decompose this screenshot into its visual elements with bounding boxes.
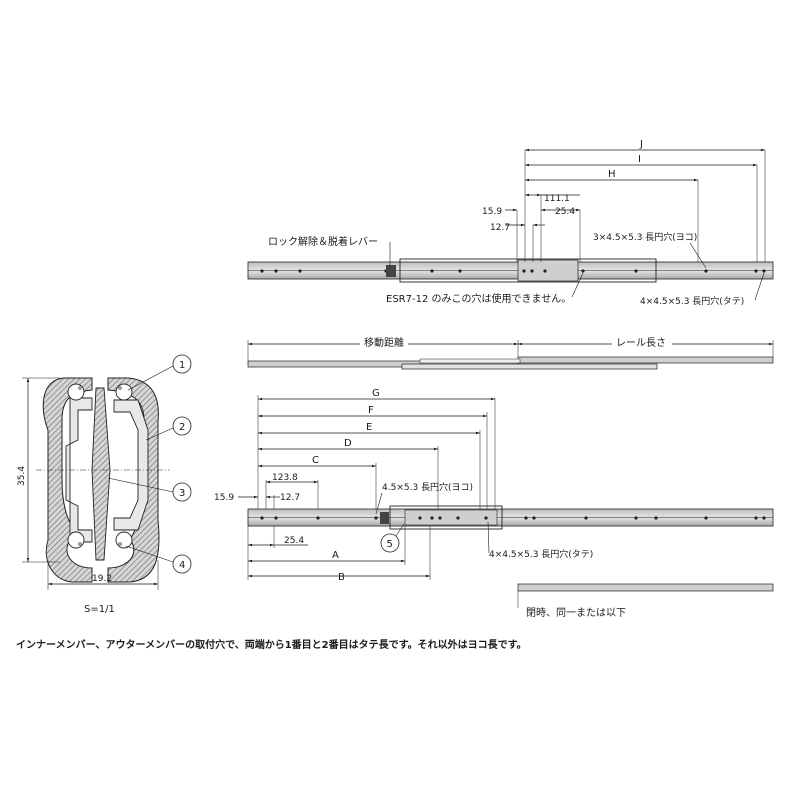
- svg-text:5: 5: [387, 539, 393, 550]
- label-hole-horizontal-bottom: 4.5×5.3 長円穴(ヨコ): [382, 481, 473, 493]
- callout-4: [172, 554, 192, 574]
- dim-123-8: 123.8: [272, 473, 298, 483]
- middle-travel-view: 移動距離 レール長さ: [247, 335, 774, 370]
- label-scale: S=1/1: [84, 604, 115, 615]
- footer-note: インナーメンバー、アウターメンバーの取付穴で、両端から1番目と2番目はタテ長です…: [16, 638, 527, 651]
- label-hole-vertical-bottom: 4×4.5×5.3 長円穴(タテ): [489, 548, 593, 560]
- label-hole-horizontal-top: 3×4.5×5.3 長円穴(ヨコ): [593, 231, 697, 243]
- svg-text:3: 3: [179, 488, 185, 499]
- dim-15-9-bottom: 15.9: [214, 493, 234, 503]
- dim-25-4-top: 25.4: [555, 207, 575, 217]
- dim-111-1: 111.1: [544, 194, 570, 204]
- svg-text:1: 1: [179, 360, 185, 371]
- dim-I: I: [638, 154, 641, 165]
- label-rail-length: レール長さ: [616, 337, 666, 349]
- dim-12-7-top: 12.7: [490, 223, 510, 233]
- dim-35-4: 35.4: [17, 466, 27, 486]
- dim-B: B: [338, 572, 345, 583]
- dim-A: A: [332, 550, 339, 561]
- label-hole-vertical-top: 4×4.5×5.3 長円穴(タテ): [640, 295, 744, 307]
- top-extended-view: J I H 111.1 15.9 25.4 12.7 ロック解除＆脱着レバー 3…: [247, 139, 774, 307]
- svg-text:4: 4: [179, 560, 185, 571]
- dim-12-7-bottom: 12.7: [280, 493, 300, 503]
- dim-C: C: [312, 455, 319, 466]
- dim-E: E: [366, 422, 372, 433]
- callout-1: [172, 354, 192, 374]
- dim-J: J: [639, 139, 643, 150]
- dim-15-9-top: 15.9: [482, 207, 502, 217]
- dim-19-2: 19.2: [92, 574, 112, 584]
- label-closed-note: 閉時、同一または以下: [526, 607, 626, 619]
- label-esr-note: ESR7-12 のみこの穴は使用できません。: [386, 292, 571, 305]
- cross-section: 35.4 19.2 S=1/1 1 2 3 4: [17, 354, 192, 615]
- dim-D: D: [344, 438, 352, 449]
- dim-F: F: [368, 405, 374, 416]
- bottom-rail-inner-member: [389, 505, 503, 530]
- svg-text:2: 2: [179, 422, 185, 433]
- label-lock-release-lever: ロック解除＆脱着レバー: [268, 235, 378, 248]
- top-rail-bracket: [517, 259, 579, 282]
- label-travel: 移動距離: [364, 336, 404, 349]
- callout-2: [172, 416, 192, 436]
- bottom-closed-view: G F E D C 123.8 15.9 12.7 25.4 A B 4.5×5…: [214, 388, 774, 619]
- dim-H: H: [608, 169, 616, 180]
- dim-G: G: [372, 388, 380, 399]
- top-rail-inner-member: [399, 258, 657, 283]
- callout-5: [380, 533, 400, 553]
- dim-25-4-bottom: 25.4: [284, 536, 304, 546]
